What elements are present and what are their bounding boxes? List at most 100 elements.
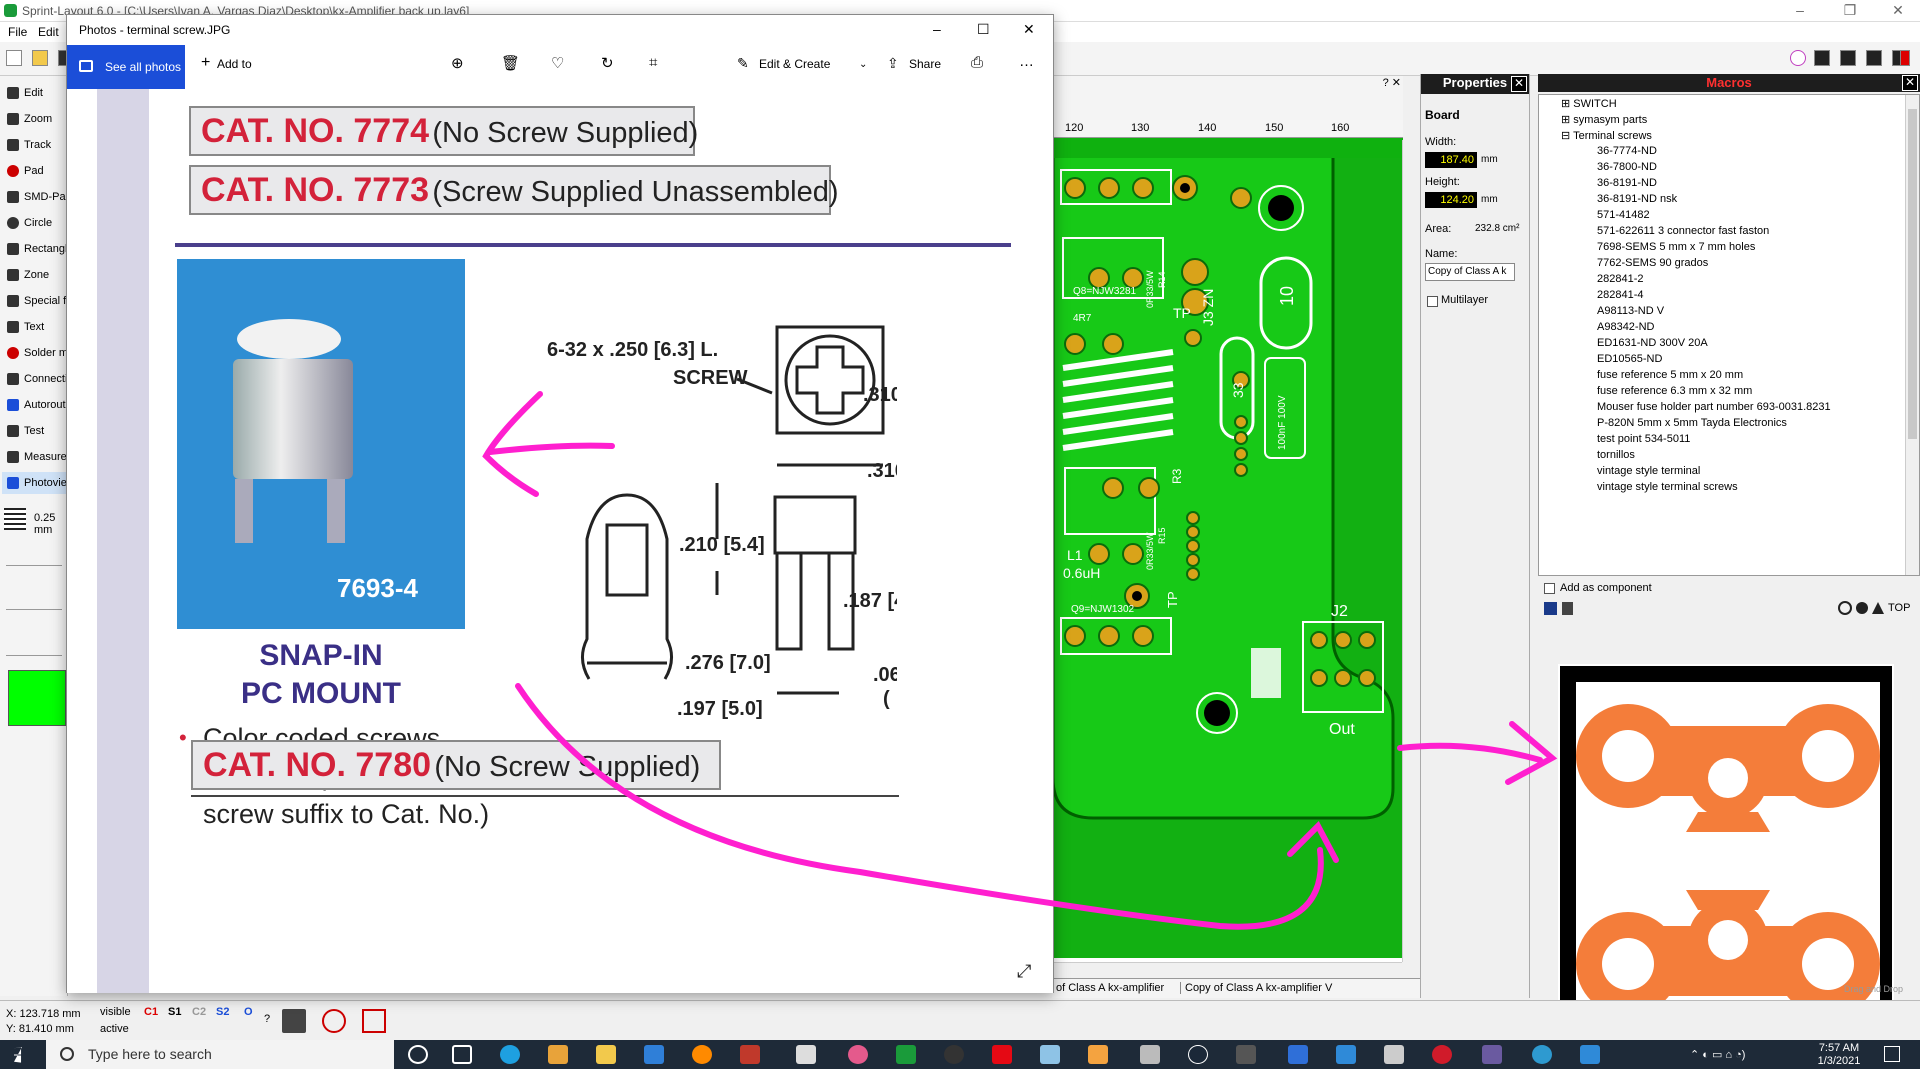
file-explorer-icon[interactable] (596, 1045, 616, 1064)
chevron-down-icon[interactable]: ⌄ (859, 59, 868, 70)
smd-size-control[interactable] (6, 616, 62, 656)
pad-size-control[interactable] (6, 570, 62, 610)
macro-item[interactable]: 7698-SEMS 5 mm x 7 mm holes (1597, 241, 1756, 253)
calculator-icon[interactable] (1236, 1045, 1256, 1064)
add-as-component-checkbox[interactable] (1544, 583, 1555, 594)
photos-close-icon[interactable]: ✕ (1023, 21, 1035, 37)
tool-solder-mask[interactable]: Solder mask (2, 342, 66, 364)
share-button[interactable]: Share (909, 57, 942, 71)
windows-start-icon[interactable] (14, 1047, 22, 1063)
app-icon-1[interactable] (740, 1045, 760, 1064)
favorite-icon[interactable]: ♡ (551, 55, 565, 72)
app-icon-11[interactable] (1532, 1045, 1552, 1064)
macro-item[interactable]: fuse reference 6.3 mm x 32 mm (1597, 385, 1753, 397)
layer-s2[interactable]: S2 (216, 1006, 230, 1018)
macro-item[interactable]: P-820N 5mm x 5mm Tayda Electronics (1597, 417, 1787, 429)
rotate-icon[interactable]: ↻ (601, 55, 614, 72)
macro-item[interactable]: Mouser fuse holder part number 693-0031.… (1597, 401, 1831, 413)
more-icon[interactable]: … (1019, 53, 1034, 70)
snap-crosshair-icon[interactable] (322, 1009, 346, 1033)
pcb-board[interactable]: Q8=NJW3281 4R7 TP J3 ZN R14 0R33/5W 10 3… (1053, 138, 1403, 958)
notifications-icon[interactable] (1884, 1046, 1900, 1062)
expand-icon[interactable]: ⊞ (1561, 98, 1574, 110)
menu-file[interactable]: File (8, 25, 28, 39)
tab-document-1[interactable]: of Class A kx-amplifier (1056, 982, 1165, 994)
layer-color-swatch[interactable] (8, 670, 66, 726)
expand-icon[interactable]: ⊞ (1561, 114, 1574, 126)
grid-icon[interactable] (4, 508, 26, 530)
layer-macro-icon[interactable] (1856, 602, 1868, 614)
see-all-photos-button[interactable]: See all photos (67, 45, 185, 89)
board-name-input[interactable]: Copy of Class A k (1425, 263, 1515, 281)
task-view-icon[interactable] (452, 1045, 472, 1064)
store-icon[interactable] (548, 1045, 568, 1064)
layer-c1[interactable]: C1 (144, 1006, 159, 1018)
app-icon-3[interactable] (944, 1045, 964, 1064)
app-icon-9[interactable] (1432, 1045, 1452, 1064)
macro-item[interactable]: A98113-ND V (1597, 305, 1665, 317)
layer-c2[interactable]: C2 (192, 1006, 207, 1018)
restore-icon[interactable]: ❐ (1843, 2, 1857, 18)
macro-item[interactable]: 36-7774-ND (1597, 145, 1657, 157)
multilayer-checkbox[interactable] (1427, 296, 1438, 307)
add-to-button[interactable]: Add to (217, 57, 252, 71)
close-icon[interactable]: ✕ (1892, 2, 1904, 18)
tool-measure[interactable]: Measure (2, 446, 66, 468)
save-macro-icon[interactable] (1544, 602, 1557, 615)
macro-item[interactable]: 282841-2 (1597, 273, 1644, 285)
new-file-icon[interactable] (6, 50, 22, 66)
crop-icon[interactable]: ⌗ (649, 54, 658, 71)
macro-tree-scrollbar[interactable] (1905, 95, 1919, 575)
macro-item[interactable]: 571-622611 3 connector fast faston (1597, 225, 1770, 237)
taskbar-search[interactable]: Type here to search (46, 1040, 394, 1069)
game-controller-icon[interactable] (796, 1045, 816, 1064)
macro-preview[interactable] (1558, 664, 1894, 1058)
app-icon-10[interactable] (1482, 1045, 1502, 1064)
tool-track[interactable]: Track (2, 134, 66, 156)
app-icon-6[interactable] (1140, 1045, 1160, 1064)
zoom-in-icon[interactable]: ⊕ (451, 55, 464, 72)
print-icon[interactable]: ⎙ (971, 54, 984, 71)
macro-item[interactable]: ED10565-ND (1597, 353, 1663, 365)
delete-macro-icon[interactable] (1562, 602, 1573, 615)
tool-test[interactable]: Test (2, 420, 66, 442)
edge-icon[interactable] (500, 1045, 520, 1064)
macros-close-icon[interactable]: ✕ (1902, 75, 1918, 91)
app-icon-12[interactable] (1580, 1045, 1600, 1064)
macro-tree[interactable]: ⊞ SWITCH⊞ symasym parts⊟ Terminal screws… (1538, 94, 1920, 576)
netflix-icon[interactable] (992, 1045, 1012, 1064)
app-icon-7[interactable] (1288, 1045, 1308, 1064)
macro-item[interactable]: 7762-SEMS 90 grados (1597, 257, 1709, 269)
menu-edit[interactable]: Edit (38, 25, 59, 39)
top-side-label[interactable]: TOP (1888, 602, 1911, 614)
macro-item[interactable]: ED1631-ND 300V 20A (1597, 337, 1708, 349)
photos-maximize-icon[interactable]: ☐ (977, 21, 990, 37)
m-icon[interactable] (1900, 50, 1910, 66)
calendar-icon[interactable] (1336, 1045, 1356, 1064)
tool-zone[interactable]: Zone (2, 264, 66, 286)
photos-minimize-icon[interactable]: – (933, 21, 941, 37)
pcb-vertical-scrollbar[interactable] (1402, 140, 1418, 962)
tool-smd-pad[interactable]: SMD-Pad (2, 186, 66, 208)
scrollbar-thumb[interactable] (1908, 109, 1917, 439)
macro-item[interactable]: A98342-ND (1597, 321, 1655, 333)
drc-icon[interactable] (1866, 50, 1882, 66)
tool-edit[interactable]: Edit (2, 82, 66, 104)
layer-s1[interactable]: S1 (168, 1006, 182, 1018)
board-width-value[interactable]: 187.40 (1425, 152, 1477, 168)
panel-help-icon[interactable]: ? ✕ (1382, 77, 1401, 89)
tab-document-2[interactable]: Copy of Class A kx-amplifier V (1180, 982, 1332, 994)
rubberband-icon[interactable] (282, 1009, 306, 1033)
track-width-control[interactable] (6, 546, 62, 566)
tool-photoview[interactable]: Photoview (2, 472, 66, 494)
macro-item[interactable]: vintage style terminal screws (1597, 481, 1738, 493)
app-icon-8[interactable] (1384, 1045, 1404, 1064)
sprint-layout-icon[interactable] (896, 1045, 916, 1064)
collapse-icon[interactable]: ⊟ (1561, 130, 1574, 142)
open-file-icon[interactable] (32, 50, 48, 66)
app-icon-4[interactable] (1040, 1045, 1060, 1064)
tool-special-form[interactable]: Special form (2, 290, 66, 312)
app-icon-2[interactable] (848, 1045, 868, 1064)
pcb-canvas[interactable]: ? ✕ 120 130 140 150 160 (1052, 76, 1403, 978)
